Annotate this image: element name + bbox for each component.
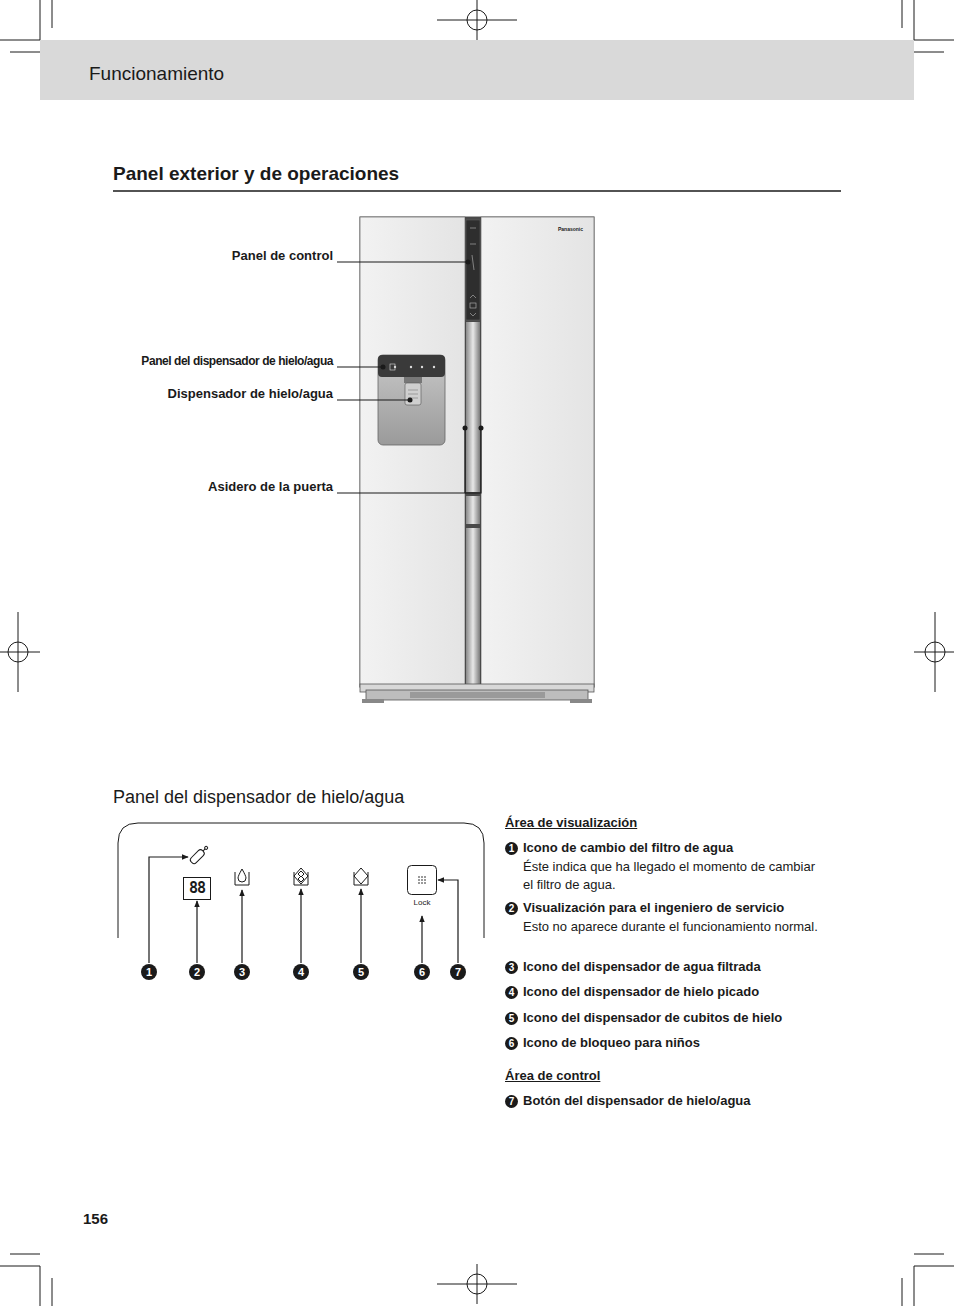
leader-arrow	[438, 880, 458, 963]
button-dot	[424, 876, 426, 878]
refrigerator	[360, 217, 594, 703]
group-heading: Área de control	[505, 1069, 600, 1084]
callout-number: 6	[419, 967, 425, 978]
callout-number: 2	[189, 964, 205, 980]
part-label: Panel de control	[232, 249, 333, 264]
part-label: Asidero de la puerta	[208, 480, 333, 495]
button-dot	[418, 879, 420, 881]
callout-leaders	[149, 857, 361, 963]
item-description: Éste indica que ha llegado el momento de…	[523, 858, 823, 894]
button-dot	[421, 882, 423, 884]
callout-number: 6	[414, 964, 430, 980]
list-number: 4	[505, 986, 518, 999]
leader-arrow	[421, 916, 422, 963]
button-dot	[418, 882, 420, 884]
button-dot	[424, 882, 426, 884]
chapter-name: Funcionamiento	[89, 64, 914, 83]
item-heading: Visualización para el ingeniero de servi…	[523, 901, 784, 916]
list-number: 7	[505, 1095, 518, 1108]
item-heading: Icono del dispensador de cubitos de hiel…	[523, 1011, 782, 1026]
item-heading: Botón del dispensador de hielo/agua	[523, 1094, 751, 1109]
callout-number: 5	[353, 964, 369, 980]
item-description: Esto no aparece durante el funcionamient…	[523, 918, 823, 936]
part-label: Dispensador de hielo/agua	[168, 387, 333, 402]
header-band: Funcionamiento	[40, 40, 914, 100]
leader-lines	[337, 262, 481, 493]
callout-number: 1	[509, 844, 515, 854]
callout-number: 1	[141, 964, 157, 980]
callout-number: 7	[450, 964, 466, 980]
list-number: 3	[505, 961, 518, 974]
dispenser-button: Lock	[407, 865, 437, 915]
list-number: 1	[505, 842, 518, 855]
display-digits: 88	[189, 881, 205, 896]
button-dot	[421, 876, 423, 878]
part-label: Panel del dispensador de hielo/agua	[141, 355, 333, 369]
button-dot	[424, 879, 426, 881]
callout-number: 2	[194, 967, 200, 978]
lock-label: Lock	[407, 899, 437, 907]
callout-number: 5	[509, 1014, 515, 1024]
page-title: Panel exterior y de operaciones	[113, 163, 399, 185]
callout-number: 6	[509, 1039, 515, 1049]
item-heading: Icono de cambio del filtro de agua	[523, 841, 733, 856]
section-heading: Panel del dispensador de hielo/agua	[113, 787, 404, 808]
callout-number: 3	[509, 963, 515, 973]
callout-number: 7	[455, 967, 461, 978]
callout-number: 3	[234, 964, 250, 980]
brand-logo: Panasonic	[558, 227, 583, 233]
callout-number: 7	[509, 1097, 515, 1107]
leader-dots	[381, 260, 484, 431]
list-number: 2	[505, 902, 518, 915]
service-display: 88	[183, 877, 211, 900]
button-outline	[407, 865, 437, 895]
button-dot	[421, 879, 423, 881]
item-heading: Icono del dispensador de agua filtrada	[523, 960, 761, 975]
leader-arrow	[196, 901, 197, 963]
button-square	[408, 866, 437, 895]
callout-number: 1	[146, 967, 152, 978]
callout-number: 4	[293, 964, 309, 980]
list-number: 5	[505, 1012, 518, 1025]
callout-number: 3	[239, 967, 245, 978]
callout-number: 5	[358, 967, 364, 978]
callout-number: 4	[298, 967, 304, 978]
callout-number: 2	[509, 904, 515, 914]
list-number: 6	[505, 1037, 518, 1050]
button-dot	[418, 876, 420, 878]
page-number: 156	[83, 1210, 108, 1227]
item-heading: Icono del dispensador de hielo picado	[523, 985, 759, 1000]
item-heading: Icono de bloqueo para niños	[523, 1036, 700, 1051]
title-rule	[113, 190, 841, 192]
callout-number: 4	[509, 988, 515, 998]
group-heading: Área de visualización	[505, 816, 637, 831]
